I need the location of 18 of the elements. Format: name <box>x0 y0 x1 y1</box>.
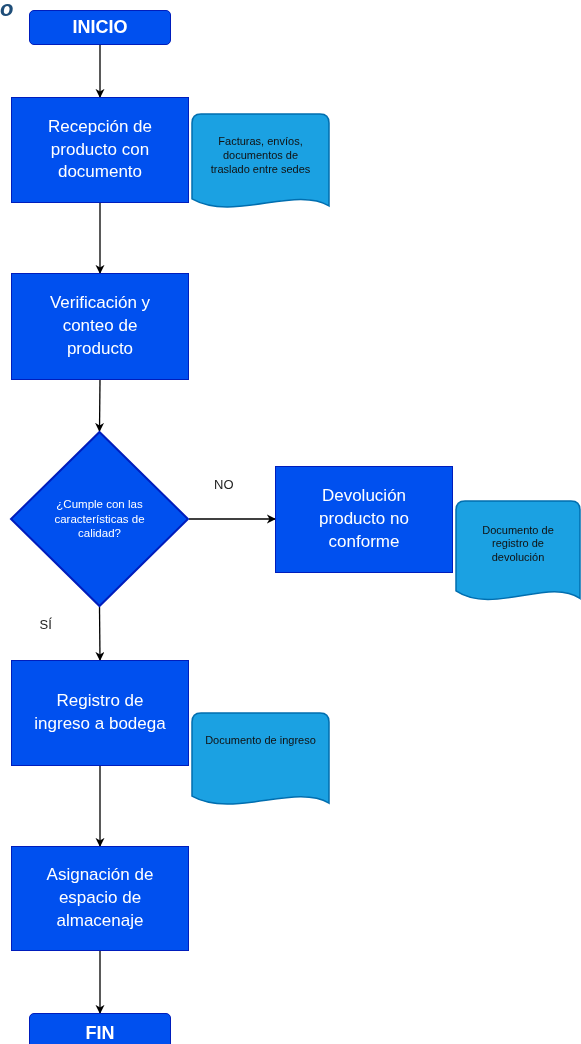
process-box: Registro de ingreso a bodega <box>11 660 189 766</box>
decision-diamond: ¿Cumple con las características de calidad? <box>10 431 189 607</box>
arrow <box>188 514 276 524</box>
arrow <box>95 202 105 274</box>
arrow <box>95 606 105 661</box>
process-box: Asignación de espacio de almacenaje <box>11 846 189 951</box>
process-box: Recepción de producto con documento <box>11 97 189 203</box>
process-box: Devolución producto no conforme <box>275 466 453 573</box>
edge-label: SÍ <box>37 617 54 632</box>
edge-label: NO <box>212 477 236 492</box>
terminal-box: INICIO <box>29 10 171 45</box>
title-fragment: o <box>0 0 14 22</box>
arrow <box>95 44 105 98</box>
arrow <box>95 950 105 1014</box>
arrow <box>95 379 105 432</box>
terminal-box: FIN <box>29 1013 171 1044</box>
process-box: Verificación y conteo de producto <box>11 273 189 380</box>
arrow <box>95 765 105 847</box>
